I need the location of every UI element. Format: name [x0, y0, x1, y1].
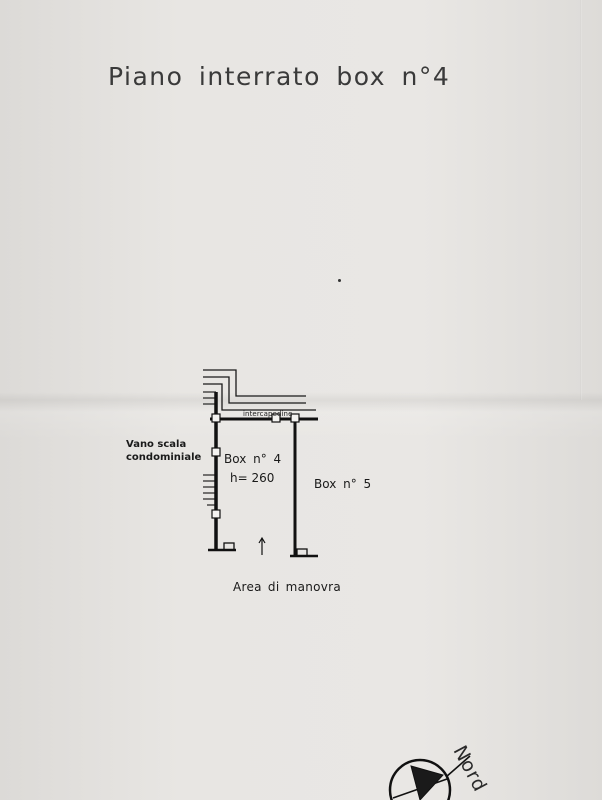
entry-arrow-icon — [258, 536, 266, 555]
intercapedine-walls — [203, 369, 316, 411]
intercapedine-label: intercapedine — [243, 410, 293, 418]
wall-pillars — [211, 413, 300, 519]
stair-label: Vano scala condominiale — [126, 438, 201, 464]
area-manovra-label: Area di manovra — [233, 580, 342, 594]
box5-entry — [290, 548, 318, 558]
box4-entry — [208, 542, 236, 552]
page-title: Piano interrato box n°4 — [108, 62, 451, 91]
box5-label: Box n° 5 — [314, 477, 372, 491]
stair-label-line2: condominiale — [126, 452, 202, 463]
paper-crease — [580, 0, 582, 400]
box4-label: Box n° 4 — [224, 452, 282, 466]
ink-dot — [338, 279, 341, 282]
box4-height-label: h= 260 — [230, 471, 275, 485]
stair-label-line1: Vano scala — [126, 439, 187, 450]
north-arrow-icon — [388, 755, 471, 800]
stair-steps — [203, 391, 216, 506]
